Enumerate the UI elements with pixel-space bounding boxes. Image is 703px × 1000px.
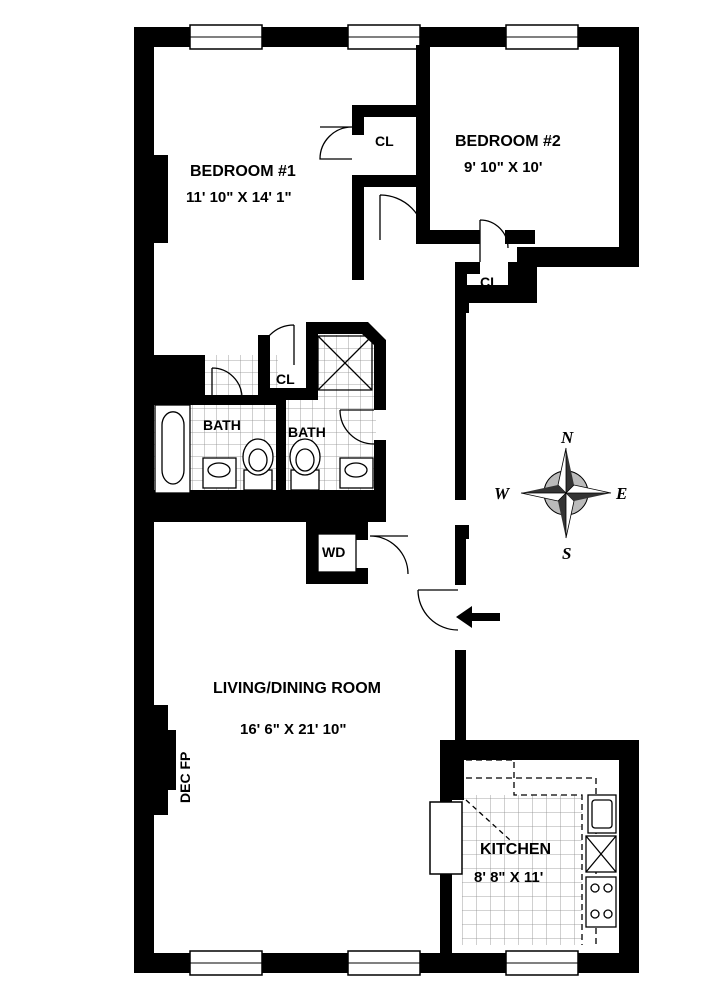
bath-tile-floors xyxy=(152,335,582,945)
fireplace-label: DEC FP xyxy=(177,752,193,803)
bedroom2-dims: 9' 10" X 10' xyxy=(464,159,542,176)
room-labels: BEDROOM #1 11' 10" X 14' 1" BEDROOM #2 9… xyxy=(177,133,561,886)
doors xyxy=(211,126,509,631)
stove xyxy=(585,876,617,928)
entry-arrow xyxy=(456,606,500,628)
living-room-dims: 16' 6" X 21' 10" xyxy=(240,721,346,738)
bedroom1-dims: 11' 10" X 14' 1" xyxy=(186,189,292,206)
washer-dryer xyxy=(317,533,357,573)
interior-walls xyxy=(150,45,535,875)
compass-south: S xyxy=(562,544,571,563)
fixtures xyxy=(154,335,617,945)
compass-north: N xyxy=(560,428,574,447)
bedroom1-name: BEDROOM #1 xyxy=(190,163,296,180)
compass-rose: N S E W xyxy=(494,428,627,563)
bath2-label: BATH xyxy=(288,424,326,440)
closet-bedroom2-label: CL xyxy=(480,274,499,290)
closet-bedroom1-label: CL xyxy=(375,133,394,149)
bedroom2-name: BEDROOM #2 xyxy=(455,133,561,150)
kitchen-dims: 8' 8" X 11' xyxy=(474,869,543,886)
closet-hall-label: CL xyxy=(276,371,295,387)
compass-east: E xyxy=(615,484,627,503)
bath1-label: BATH xyxy=(203,417,241,433)
kitchen-name: KITCHEN xyxy=(480,841,551,858)
washer-dryer-label: WD xyxy=(322,544,345,560)
compass-west: W xyxy=(494,484,511,503)
living-room-name: LIVING/DINING ROOM xyxy=(213,680,381,697)
